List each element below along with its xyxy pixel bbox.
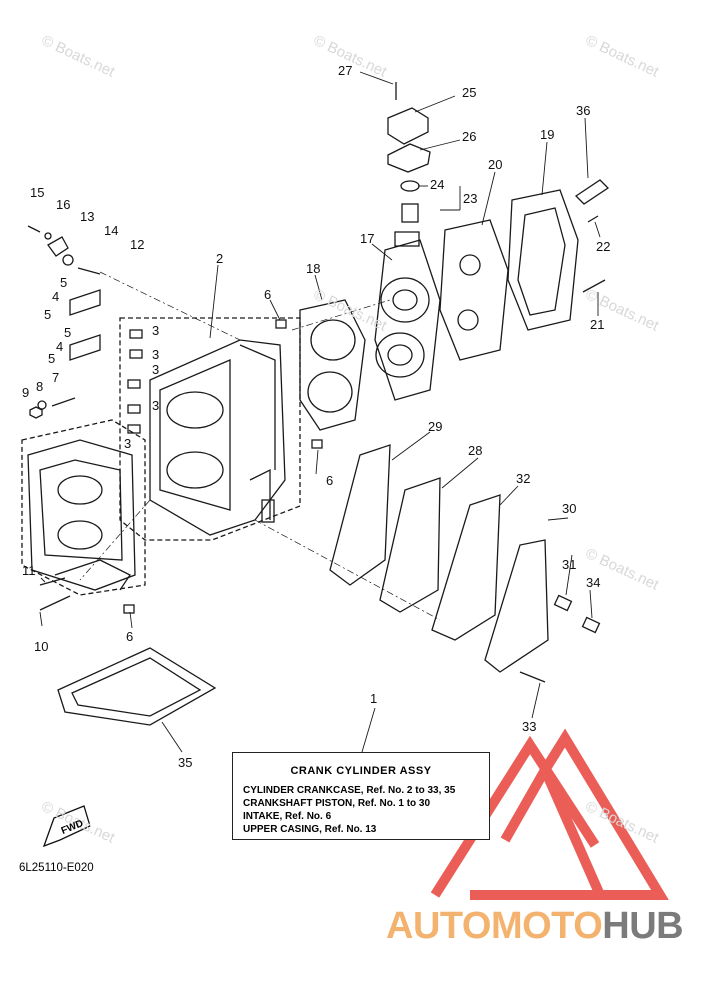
callout-8: 8 [36,379,44,394]
thermostat-cover [387,107,429,145]
callout-5: 5 [64,325,72,340]
callout-5: 5 [60,275,68,290]
callout-23: 23 [463,191,478,206]
callout-16: 16 [56,197,71,212]
callout-12: 12 [130,237,145,252]
gasket-28 [379,477,441,613]
info-box-line: INTAKE, Ref. No. 6 [243,811,332,822]
bolt-12 [77,267,101,275]
head-gasket [299,299,366,431]
pin-6b [311,439,323,449]
bolt-7 [51,397,76,407]
brand-logo-icon [430,728,669,900]
callout-9: 9 [22,385,30,400]
callout-27: 27 [338,63,353,78]
info-box-title: CRANK CYLINDER ASSY [290,765,432,777]
bolt-10 [39,595,71,611]
callout-3: 3 [124,436,132,451]
callout-5: 5 [48,351,56,366]
dowel-pins [127,329,143,434]
callout-4: 4 [56,339,64,354]
assembly-lines [79,271,441,621]
callout-17: 17 [360,231,375,246]
callout-25: 25 [462,85,477,100]
callout-32: 32 [516,471,531,486]
callout-20: 20 [488,157,503,172]
info-box-line: CYLINDER CRANKCASE, Ref. No. 2 to 33, 35 [243,785,456,796]
callout-3: 3 [152,347,160,362]
washer-16 [44,232,52,240]
brand-part-2: HUB [602,905,684,947]
callout-6: 6 [326,473,334,488]
bolt-22 [587,215,599,223]
callout-28: 28 [468,443,483,458]
grommet-14 [62,254,74,266]
info-box-line: UPPER CASING, Ref. No. 13 [243,824,377,835]
plug-34 [581,616,601,634]
bolt-33 [519,671,546,683]
bolt-21 [582,279,606,293]
callout-6: 6 [264,287,272,302]
head-cover [507,189,579,331]
callout-3: 3 [152,398,160,413]
info-box-line: CRANKSHAFT PISTON, Ref. No. 1 to 30 [243,798,431,809]
thermostat-gasket [387,143,431,173]
callout-19: 19 [540,127,555,142]
callout-18: 18 [306,261,321,276]
pin-6a [275,319,287,329]
bearing-shells [69,289,101,361]
callout-2: 2 [216,251,224,266]
callout-1: 1 [370,691,378,706]
bolt-11 [39,577,66,586]
crankcase [27,439,136,591]
callout-24: 24 [430,177,445,192]
thermostat [401,203,419,223]
callout-26: 26 [462,129,477,144]
brand-wordmark: AUTOMOTOHUB [386,905,684,948]
brand-part-1: AUTOMOTO [386,905,603,947]
callout-35: 35 [178,755,193,770]
callout-7: 7 [52,370,60,385]
callout-4: 4 [52,289,60,304]
nut-9 [29,406,43,419]
callout-10: 10 [34,639,49,654]
callout-36: 36 [576,103,591,118]
callout-22: 22 [596,239,611,254]
callout-11: 11 [22,563,36,578]
gasket-35 [57,647,217,726]
cover-gasket [439,219,509,361]
pin-6c [123,604,135,614]
callout-31: 31 [562,557,577,572]
callout-30: 30 [562,501,577,516]
gasket-32 [431,494,501,641]
assembly-outline-lower [21,419,146,596]
sensor-36 [574,179,610,205]
exhaust-cover [484,539,549,673]
callout-33: 33 [522,719,537,734]
callout-34: 34 [586,575,601,590]
cylinder-block [149,339,286,536]
plug-31 [553,594,573,612]
callout-3: 3 [152,362,160,377]
seal-24 [400,180,420,192]
callout-15: 15 [30,185,45,200]
callout-5: 5 [44,307,52,322]
forward-arrow-icon [42,805,91,848]
diagram-code: 6L25110-E020 [19,862,94,874]
callout-21: 21 [590,317,605,332]
reference-info-box: CRANK CYLINDER ASSY CYLINDER CRANKCASE, … [232,752,490,840]
callout-14: 14 [104,223,119,238]
bracket-13 [47,236,69,257]
washer-8 [37,400,47,410]
cylinder-head [374,231,441,401]
assembly-outline-upper [119,317,301,541]
callout-6: 6 [126,629,134,644]
bolt-15 [27,225,41,233]
gasket-29 [329,444,391,586]
callout-3: 3 [152,323,160,338]
callout-29: 29 [428,419,443,434]
leader-lines [39,71,601,753]
callout-13: 13 [80,209,95,224]
